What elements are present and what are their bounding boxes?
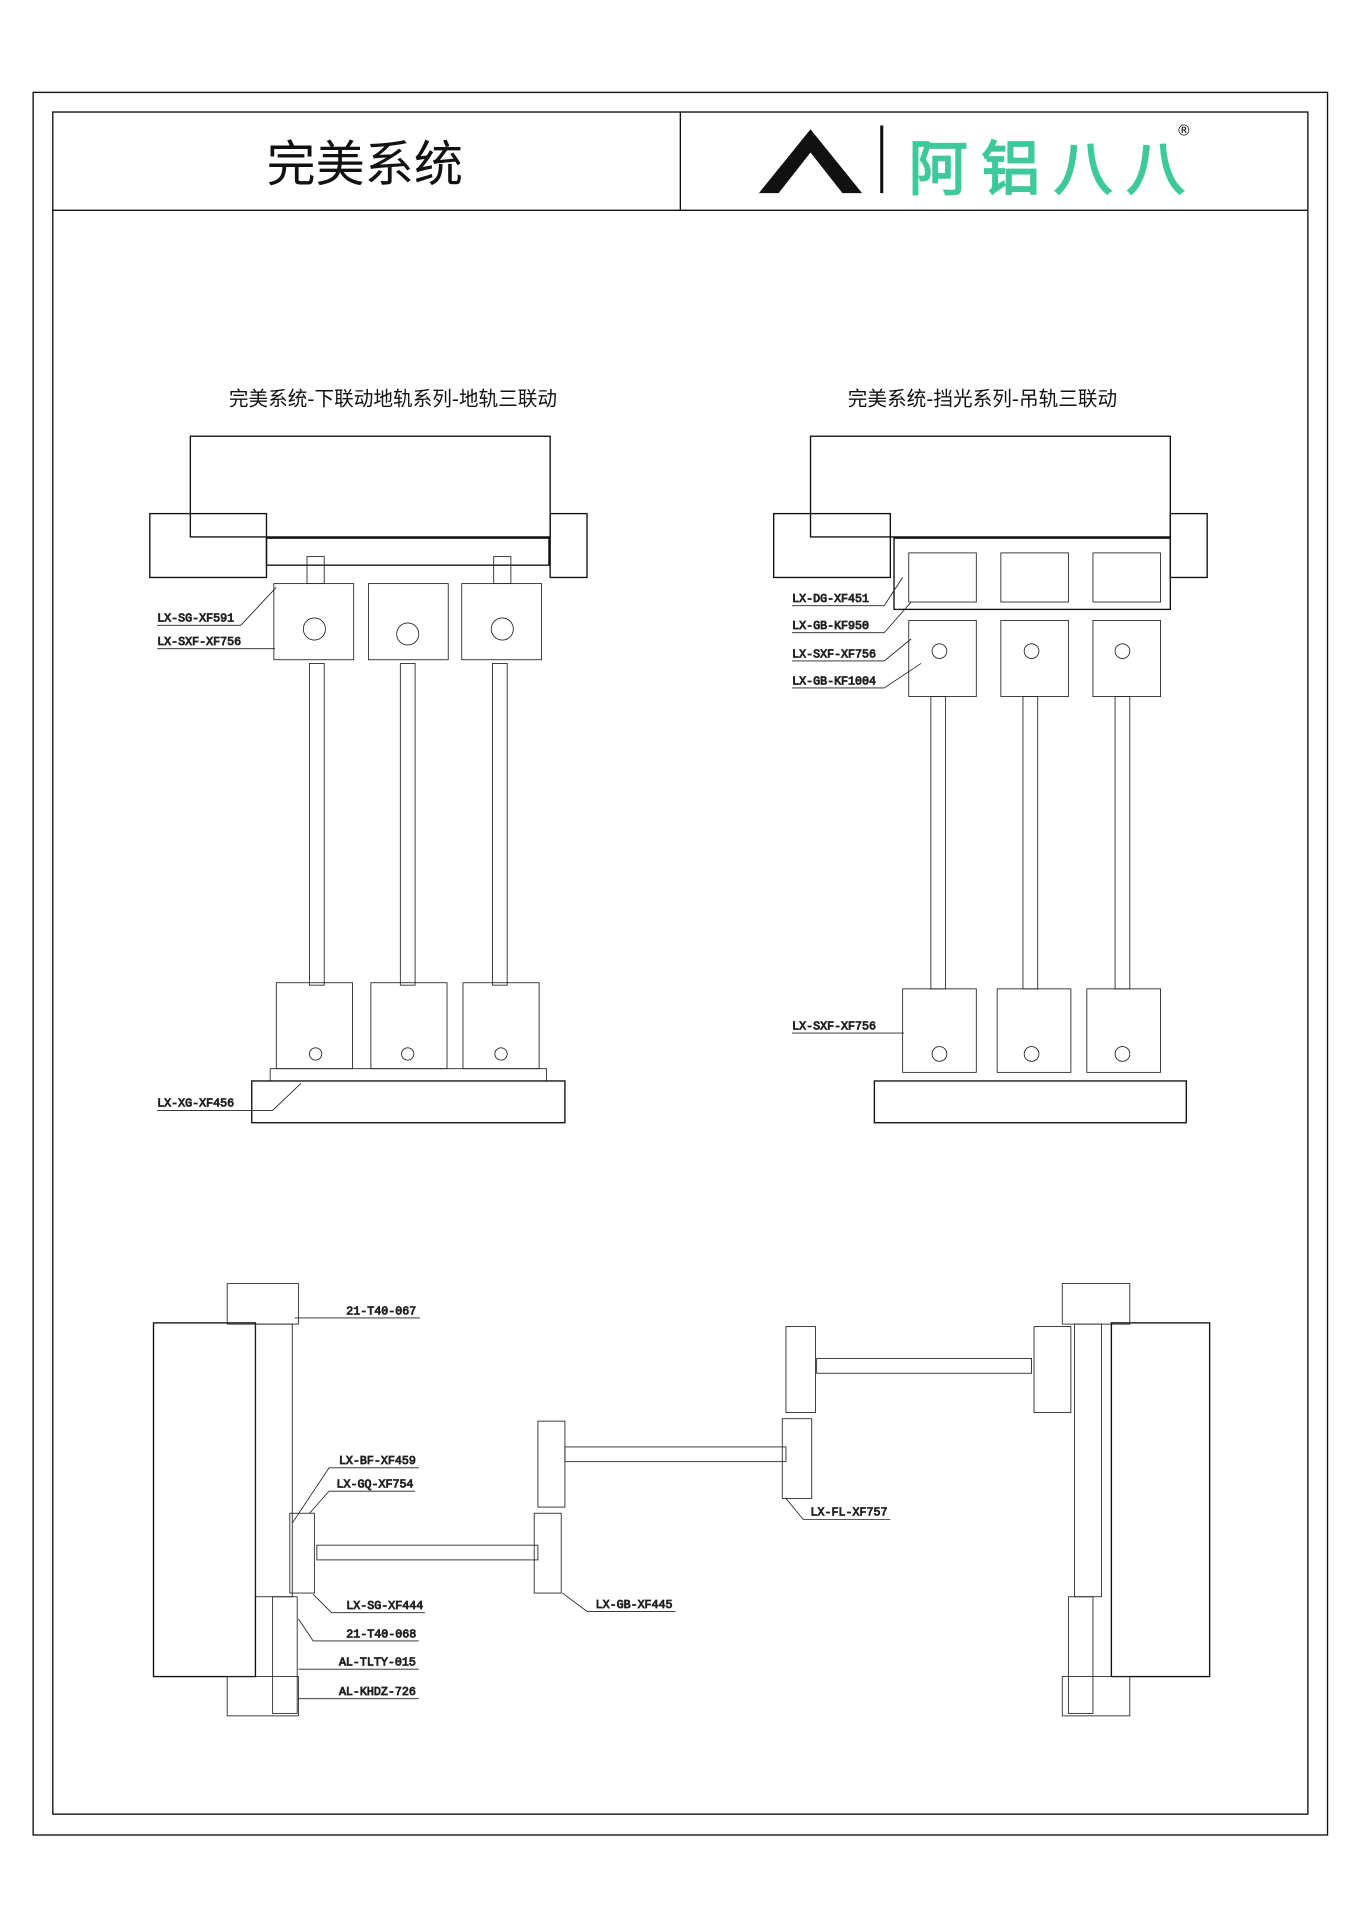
logo-registered: ® — [1176, 122, 1191, 139]
part-label: LX-SG-XF591 — [157, 612, 234, 626]
section-plan-view: 21-T40-067 LX-BF-XF459 LX-GQ-XF754 LX-SG… — [152, 1283, 1211, 1717]
outer-border — [32, 91, 1329, 1836]
part-label: LX-SXF-XF756 — [792, 647, 876, 661]
section-floor-track-triple: 完美系统-下联动地轨系列-地轨三联动 LX-SG-XF591 LX-SXF-XF… — [149, 388, 588, 1124]
part-label: 21-T40-067 — [346, 1304, 416, 1318]
part-label: LX-XG-XF456 — [157, 1097, 234, 1111]
logo-text: 阿铝八八 — [909, 134, 1185, 203]
sheet-title: 完美系统 — [267, 135, 463, 193]
part-label: AL-KHDZ-726 — [339, 1685, 416, 1699]
part-label: LX-SG-XF444 — [346, 1599, 423, 1613]
part-label: LX-GQ-XF754 — [336, 1477, 413, 1491]
section-hanging-track-triple: 完美系统-挡光系列-吊轨三联动 LX-DG-XF451 LX-GB-KF950 … — [772, 388, 1208, 1124]
logo-a-mark-icon — [758, 129, 863, 194]
part-label: LX-FL-XF757 — [811, 1506, 888, 1520]
part-label: LX-GB-KF1004 — [792, 674, 876, 688]
part-label: LX-SXF-XF756 — [792, 1019, 876, 1033]
part-label: LX-BF-XF459 — [339, 1454, 416, 1468]
inner-border — [52, 111, 1309, 1815]
section-title: 完美系统-下联动地轨系列-地轨三联动 — [229, 388, 557, 411]
part-label: AL-TLTY-015 — [339, 1656, 416, 1670]
part-label: LX-SXF-XF756 — [157, 635, 241, 649]
brand-logo: 阿铝八八 ® — [758, 122, 1191, 203]
part-label: LX-DG-XF451 — [792, 592, 869, 606]
part-label: LX-GB-KF950 — [792, 619, 869, 633]
part-label: 21-T40-068 — [346, 1627, 416, 1641]
section-title: 完美系统-挡光系列-吊轨三联动 — [848, 388, 1117, 411]
part-label: LX-GB-XF445 — [596, 1598, 673, 1612]
